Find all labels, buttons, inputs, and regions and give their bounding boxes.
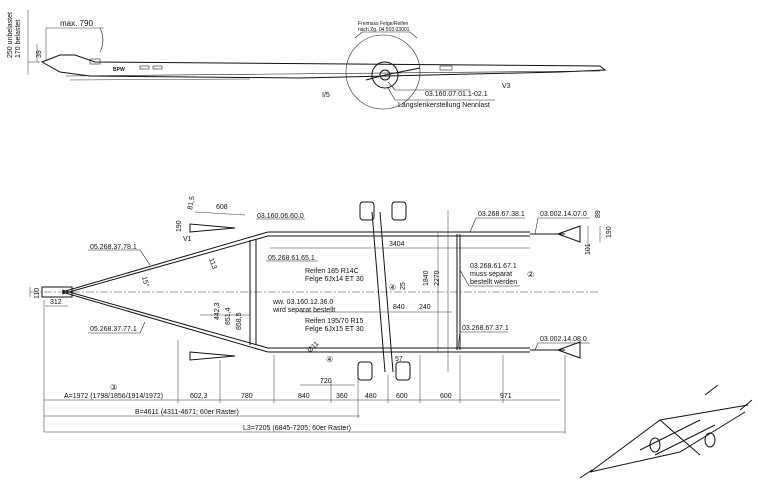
- coupling-upper-part-number: 03.002.14.07.0: [540, 211, 587, 218]
- support-part-number: 03.160.06.60.0: [257, 213, 304, 220]
- rim-large-label: Felge 6Jx15 ET 30: [305, 326, 364, 333]
- drawbar-angle-dim: 15°: [140, 275, 151, 287]
- dim-480: 480: [365, 393, 377, 400]
- marker-4-upper: ④: [389, 283, 396, 292]
- dim-971: 971: [500, 393, 512, 400]
- clearance-note-1: Freimass Felge/Reifen: [358, 21, 409, 27]
- spare-part-number: ww. 03.160.12.36.0: [272, 299, 333, 306]
- marker-2: ②: [527, 270, 534, 279]
- dim-720: 720: [320, 378, 332, 385]
- dim-602: 602,3: [190, 393, 208, 400]
- support-length-dim: 608: [216, 204, 228, 211]
- dim-190-right: 190: [606, 226, 613, 238]
- crossmember-part-number: 05.268.61.65.1: [268, 255, 315, 262]
- drawbar-upper-part-number: 05.268.37.78.1: [90, 244, 137, 251]
- track-outer-dim: 2270: [434, 270, 441, 286]
- max-length-label: max. 790: [60, 19, 93, 28]
- isometric-trailer-sketch: [579, 384, 753, 479]
- dim-858: 858,5: [236, 312, 243, 330]
- marker-4-lower: ④: [326, 355, 333, 364]
- dim-780: 780: [241, 393, 253, 400]
- dim-851: 851,4: [225, 307, 232, 325]
- coupling-lower-part-number: 03.002.14.08.0: [540, 336, 587, 343]
- rear-crossmember-note-1: muss separat: [470, 271, 512, 278]
- dim-101: 101: [585, 243, 592, 255]
- rear-crossmember-part-number: 03.268.61.67.1: [470, 263, 517, 270]
- dim-360: 360: [336, 393, 348, 400]
- position-v5-label: I/5: [322, 92, 330, 99]
- bottom-dimensions: ③ A=1972 (1798/1856/1914/1972) 602,3 780…: [43, 300, 566, 434]
- side-view: max. 790 39 250 unbelastet 170 belastet …: [7, 10, 607, 110]
- support-width-dim: 190: [176, 220, 183, 232]
- rear-crossmember-note-2: bestellt werden: [470, 279, 517, 286]
- height-unloaded-label: 250 unbelastet: [7, 12, 14, 58]
- dim-840-inner: 840: [393, 304, 405, 311]
- axle-note: Längslenkerstellung Nennlast: [398, 102, 490, 109]
- height-dim-label: 39: [36, 50, 43, 58]
- axle-part-number: 03.160.07.01.1-02.1: [425, 91, 488, 98]
- coupling-height-dim: 110: [34, 288, 41, 299]
- hole-spacing-dim: 113: [207, 257, 217, 270]
- tyre-small-label: Reifen 185 R14C: [305, 268, 359, 275]
- drawbar-lower-part-number: 05.268.37.77.1: [90, 326, 137, 333]
- support-angle-dim: 81,5: [187, 196, 196, 211]
- position-v1-label: V1: [183, 236, 192, 243]
- dim-89: 89: [595, 210, 602, 218]
- dim-240: 240: [419, 304, 431, 311]
- rim-small-label: Felge 6Jx14 ET 30: [305, 276, 364, 283]
- dim-a: A=1972 (1798/1856/1914/1972): [64, 393, 163, 400]
- spare-part-note: wird separat bestellt: [272, 307, 335, 314]
- dim-25: 25: [400, 282, 407, 290]
- dim-840: 840: [298, 393, 310, 400]
- dim-b: B=4611 (4311-4671; 60er Raster): [135, 409, 239, 416]
- dim-600-b: 600: [440, 393, 452, 400]
- rail-lower-part-number: 03.268.67.37.1: [462, 325, 509, 332]
- brand-mark: BPW: [113, 67, 125, 73]
- dim-57: 57: [395, 356, 403, 363]
- dim-600-a: 600: [396, 393, 408, 400]
- rail-length-dim: 3404: [389, 241, 405, 248]
- marker-3: ③: [110, 383, 117, 392]
- rail-upper-part-number: 03.268.67.38.1: [478, 211, 525, 218]
- dim-l3: L3=7205 (6845-7205; 60er Raster): [243, 425, 351, 432]
- dim-442: 442,3: [214, 302, 221, 320]
- position-v3-label: V3: [502, 83, 511, 90]
- plan-view: 608 81,5 190 V1 03.160.06.60.0 05.268.37…: [29, 196, 613, 386]
- coupling-length-dim: 312: [50, 299, 62, 306]
- tyre-large-label: Reifen 195/70 R15: [305, 318, 363, 325]
- height-loaded-label: 170 belastet: [15, 20, 22, 58]
- clearance-note-2: nach Zg. 04 503 03001: [358, 27, 410, 33]
- track-inner-dim: 1840: [423, 270, 430, 286]
